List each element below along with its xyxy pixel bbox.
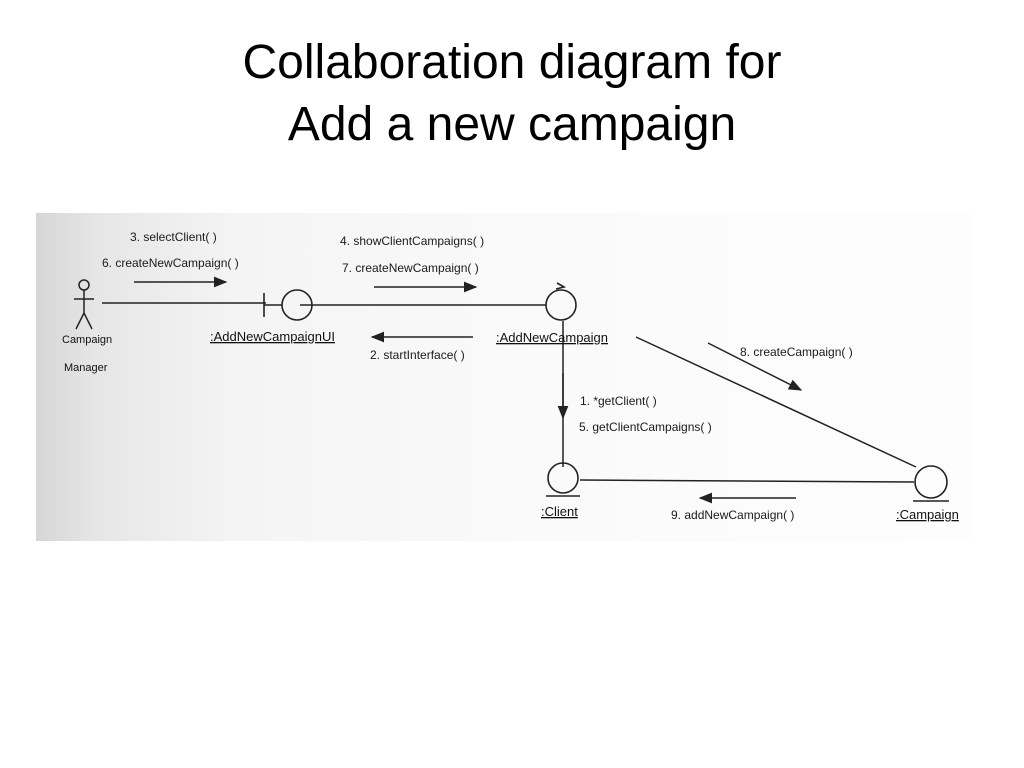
message-6: 6. createNewCampaign( ) [102,256,239,270]
actor-label-line-1: Campaign [62,334,112,346]
object-addnewcampaign: :AddNewCampaign [496,330,608,345]
diagram-canvas: Campaign Manager :AddNewCampaignUI :AddN… [62,230,959,522]
message-arrows [134,276,803,504]
object-campaign: :Campaign [896,507,959,522]
object-client: :Client [541,504,578,519]
boundary-icon [263,289,313,321]
stick-figure-icon [74,279,94,330]
slide-title: Collaboration diagram for Add a new camp… [0,32,1024,156]
message-2: 2. startInterface( ) [370,348,465,362]
actor-label-line-2: Manager [64,362,108,374]
message-7: 7. createNewCampaign( ) [342,261,479,275]
message-3: 3. selectClient( ) [130,230,217,244]
entity-icon [546,462,580,497]
collaboration-diagram: Campaign Manager :AddNewCampaignUI :AddN… [36,213,970,541]
message-5: 5. getClientCampaigns( ) [579,420,712,434]
title-line-1: Collaboration diagram for [242,36,782,89]
message-1: 1. *getClient( ) [580,394,657,408]
message-9: 9. addNewCampaign( ) [671,508,794,522]
object-addnewcampaignui: :AddNewCampaignUI [210,329,335,344]
message-4: 4. showClientCampaigns( ) [340,234,484,248]
title-line-2: Add a new campaign [287,98,737,151]
link-control-campaign [635,336,917,468]
control-icon [545,282,577,321]
arrow-8 [707,342,803,391]
message-8: 8. createCampaign( ) [740,345,853,359]
link-client-campaign [579,479,915,483]
entity-icon [913,465,949,502]
